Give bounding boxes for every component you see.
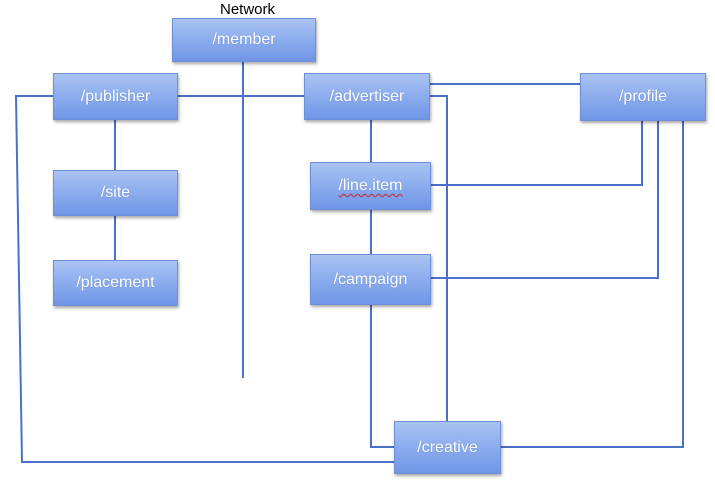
connector-publisher-creative <box>14 95 394 463</box>
node-advertiser[interactable]: /advertiser <box>304 73 430 120</box>
connector-advertiser-creative <box>430 95 448 421</box>
connector-campaign-creative <box>370 305 394 448</box>
node-publisher[interactable]: /publisher <box>53 73 178 120</box>
connector-profile-lineitem <box>431 121 643 186</box>
node-line-item[interactable]: /line.item <box>310 162 431 210</box>
node-creative-label: /creative <box>417 438 478 456</box>
node-campaign[interactable]: /campaign <box>310 254 431 305</box>
node-site-label: /site <box>100 184 131 201</box>
connector-profile-creative <box>501 121 684 448</box>
node-creative[interactable]: /creative <box>394 421 501 474</box>
node-member[interactable]: /member <box>172 18 316 62</box>
node-publisher-label: /publisher <box>80 87 151 105</box>
node-campaign-label: /campaign <box>333 270 408 288</box>
node-placement-label: /placement <box>76 274 155 291</box>
node-advertiser-label: /advertiser <box>329 87 405 105</box>
node-member-label: /member <box>212 31 276 48</box>
node-profile[interactable]: /profile <box>580 73 706 121</box>
connector-profile-campaign <box>431 121 659 279</box>
node-line-item-label: /line.item <box>338 177 403 194</box>
diagram-title: Network <box>219 1 275 18</box>
node-placement[interactable]: /placement <box>53 260 178 306</box>
node-site[interactable]: /site <box>53 170 178 216</box>
node-profile-label: /profile <box>618 88 668 105</box>
